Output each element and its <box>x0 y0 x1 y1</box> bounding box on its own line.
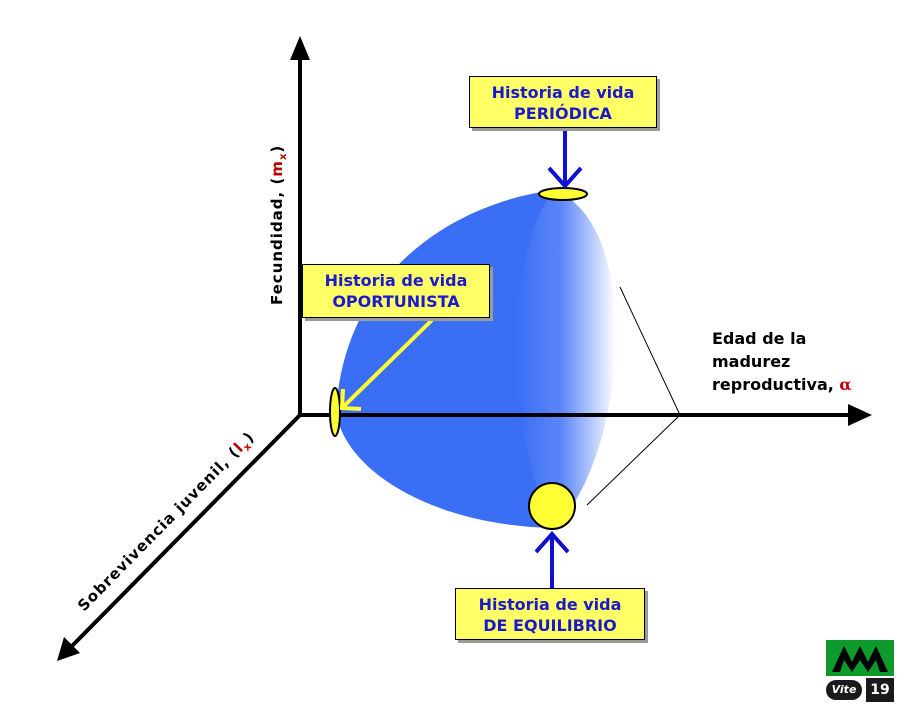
x-axis-arrowhead <box>848 404 872 426</box>
x-axis-label: Edad de la madurez reproductiva, α <box>712 327 852 396</box>
label-oportunista-line2: OPORTUNISTA <box>332 292 460 311</box>
marker-equilibrio <box>528 482 576 530</box>
arrowhead-oportunista <box>339 388 362 411</box>
x-axis-label-line2: madurez <box>712 352 791 371</box>
label-equilibrio: Historia de vida DE EQUILIBRIO <box>455 588 645 640</box>
label-periodica: Historia de vida PERIÓDICA <box>469 76 657 128</box>
cone-line-bottom <box>586 414 681 506</box>
page-number: 19 <box>866 678 894 702</box>
y-axis-label: Fecundidad, (mx) <box>268 145 289 305</box>
alpha-symbol: α <box>839 375 852 394</box>
surface-rim <box>516 190 616 528</box>
uam-logo: Vite 19 <box>826 640 894 706</box>
label-periodica-line1: Historia de vida <box>491 83 635 102</box>
arrowhead-equilibrio <box>534 530 570 554</box>
z-axis-label: Sobrevivencia juvenil, (lx) <box>74 428 260 617</box>
logo-vite-badge: Vite <box>826 680 862 700</box>
arrowhead-periodica <box>547 166 583 190</box>
marker-periodica <box>538 187 588 201</box>
marker-oportunista <box>329 387 341 437</box>
label-equilibrio-line2: DE EQUILIBRIO <box>483 616 617 635</box>
z-axis-survival <box>68 413 302 650</box>
z-axis-arrowhead <box>57 637 80 661</box>
arrow-oportunista <box>340 318 434 410</box>
y-axis-arrowhead <box>290 36 310 60</box>
label-equilibrio-line1: Historia de vida <box>478 595 622 614</box>
logo-emblem-icon <box>826 640 894 676</box>
x-axis-label-line1: Edad de la <box>712 329 807 348</box>
cone-line-top <box>619 286 681 416</box>
x-axis-label-line3: reproductiva, α <box>712 375 852 394</box>
label-oportunista: Historia de vida OPORTUNISTA <box>302 264 490 318</box>
label-oportunista-line1: Historia de vida <box>324 271 468 290</box>
label-periodica-line2: PERIÓDICA <box>514 104 612 123</box>
